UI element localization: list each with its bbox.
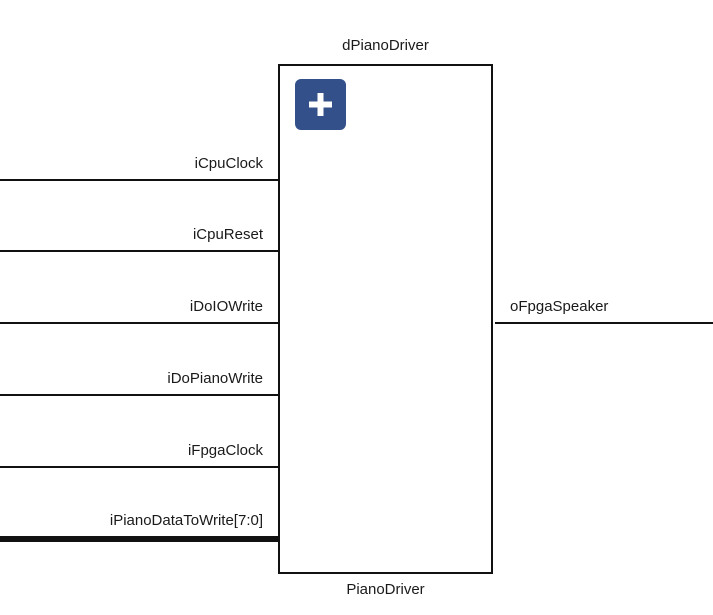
input-port-label: iPianoDataToWrite[7:0] [109,512,263,529]
input-wire [0,250,278,252]
input-bus-wire [0,536,278,542]
input-wire [0,394,278,396]
input-port-label: iFpgaClock [187,442,263,459]
expand-button[interactable] [295,79,346,130]
input-wire [0,322,278,324]
input-port-label: iCpuReset [192,226,263,243]
output-wire [495,322,713,324]
input-wire [0,466,278,468]
input-wire [0,179,278,181]
input-port-label: iDoPianoWrite [167,370,263,387]
module-block[interactable] [278,64,493,574]
instance-name: dPianoDriver [342,37,429,54]
plus-icon [309,93,332,116]
input-port-label: iCpuClock [194,155,263,172]
output-port-label: oFpgaSpeaker [510,298,609,315]
input-port-label: iDoIOWrite [189,298,263,315]
module-name: PianoDriver [346,581,425,598]
